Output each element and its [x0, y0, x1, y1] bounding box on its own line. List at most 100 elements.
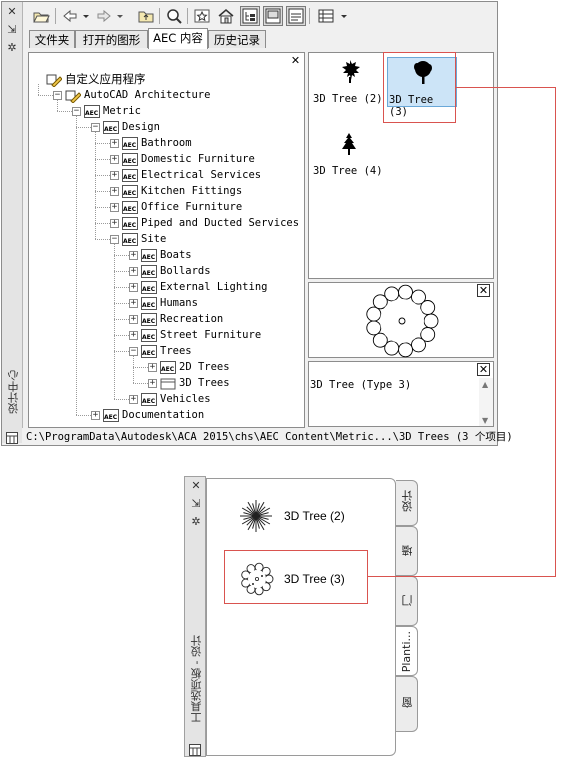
close-icon[interactable]: ✕ — [477, 284, 490, 297]
properties-icon[interactable]: ✲ — [191, 515, 201, 528]
expand-icon[interactable]: + — [148, 362, 157, 372]
expand-icon[interactable]: + — [110, 218, 119, 228]
palette-icon[interactable] — [189, 741, 201, 756]
tab-open-drawings[interactable]: 打开的图形 — [75, 30, 148, 48]
close-icon[interactable]: ✕ — [191, 479, 201, 492]
aec-folder-icon: AEC — [141, 393, 157, 406]
tree-starburst-icon — [240, 500, 272, 532]
expand-icon[interactable]: + — [129, 314, 138, 324]
palette-tab-design[interactable]: 设计 — [396, 480, 418, 526]
expand-icon[interactable]: + — [110, 202, 119, 212]
expand-icon[interactable]: + — [129, 330, 138, 340]
up-button[interactable] — [136, 6, 156, 26]
expand-icon[interactable]: + — [110, 154, 119, 164]
content-item[interactable]: 3D Tree (2) — [313, 57, 385, 107]
aec-folder-icon: AEC — [141, 297, 157, 310]
expand-icon[interactable]: + — [110, 138, 119, 148]
content-item[interactable]: 3D Tree (4) — [313, 131, 385, 181]
palette-tab-label: 窗 — [401, 697, 414, 708]
palette-icon[interactable] — [6, 429, 18, 444]
close-icon[interactable]: ✕ — [477, 363, 490, 376]
palette-tool-item[interactable]: 3D Tree (2) — [237, 497, 387, 537]
scroll-up-icon[interactable]: ▲ — [482, 380, 489, 389]
description-toggle[interactable] — [286, 6, 306, 26]
tree-item[interactable]: −AutoCAD Architecture — [29, 87, 299, 104]
expand-icon[interactable]: + — [148, 378, 157, 388]
expand-icon[interactable]: + — [129, 266, 138, 276]
tab-history[interactable]: 历史记录 — [208, 30, 266, 48]
content-item-label: 3D Tree (4) — [313, 165, 383, 177]
tab-folders[interactable]: 文件夹 — [29, 30, 75, 48]
expand-icon[interactable]: + — [110, 186, 119, 196]
expand-icon[interactable]: + — [110, 170, 119, 180]
tab-aec-content[interactable]: AEC 内容 — [148, 28, 208, 49]
forward-button[interactable] — [94, 6, 114, 26]
views-button[interactable] — [316, 6, 336, 26]
collapse-icon[interactable]: − — [91, 122, 100, 132]
tree-item-label: Kitchen Fittings — [141, 185, 243, 197]
expand-icon[interactable]: + — [91, 410, 100, 420]
expand-icon[interactable]: + — [129, 250, 138, 260]
home-button[interactable] — [216, 6, 236, 26]
palette-tab-planting[interactable]: Planti... — [396, 626, 418, 676]
autohide-icon[interactable]: ⇲ — [7, 23, 17, 36]
collapse-icon[interactable]: − — [53, 90, 62, 100]
expand-icon[interactable]: + — [129, 282, 138, 292]
toolbar-separator — [159, 8, 160, 24]
tree-connector — [38, 84, 39, 95]
views-dropdown-icon[interactable] — [338, 6, 350, 26]
expand-icon[interactable]: + — [129, 394, 138, 404]
tree-item-label: Office Furniture — [141, 201, 243, 213]
preview-toggle[interactable] — [263, 6, 283, 26]
description-scrollbar[interactable]: ▲ ▼ — [479, 378, 493, 426]
content-item-selected[interactable]: 3D Tree (3) — [387, 57, 457, 118]
tree-connector — [95, 239, 110, 240]
close-icon[interactable]: ✕ — [7, 5, 17, 18]
palette-tab-doors[interactable]: 门 — [396, 576, 418, 626]
forward-dropdown-icon[interactable] — [114, 6, 126, 26]
palette-tab-walls[interactable]: 墙 — [396, 526, 418, 576]
collapse-icon[interactable]: − — [72, 106, 81, 116]
aec-folder-icon: AEC — [103, 121, 119, 134]
palette-tool-item[interactable]: 3D Tree (3) — [237, 559, 387, 599]
properties-icon[interactable]: ✲ — [7, 41, 17, 54]
palette-tab-windows[interactable]: 窗 — [396, 676, 418, 732]
load-button[interactable] — [31, 6, 51, 26]
collapse-icon[interactable]: − — [110, 234, 119, 244]
expand-icon[interactable]: + — [129, 298, 138, 308]
tree-item[interactable]: +3D Trees — [29, 375, 299, 391]
back-button[interactable] — [60, 6, 80, 26]
tree-canopy-icon — [241, 562, 274, 596]
scroll-down-icon[interactable]: ▼ — [482, 416, 489, 425]
close-icon[interactable]: ✕ — [290, 54, 301, 67]
aec-folder-icon: AEC — [141, 313, 157, 326]
tree-view-toggle[interactable] — [240, 6, 260, 26]
search-button[interactable] — [164, 6, 184, 26]
tree-4-icon — [342, 133, 356, 155]
collapse-icon[interactable]: − — [129, 346, 138, 356]
back-dropdown-icon[interactable] — [80, 6, 92, 26]
autohide-icon[interactable]: ⇲ — [191, 497, 201, 510]
palette-tab-label: 设计 — [401, 490, 414, 512]
favorites-button[interactable] — [192, 6, 212, 26]
tree-item[interactable]: 自定义应用程序 — [29, 71, 299, 88]
